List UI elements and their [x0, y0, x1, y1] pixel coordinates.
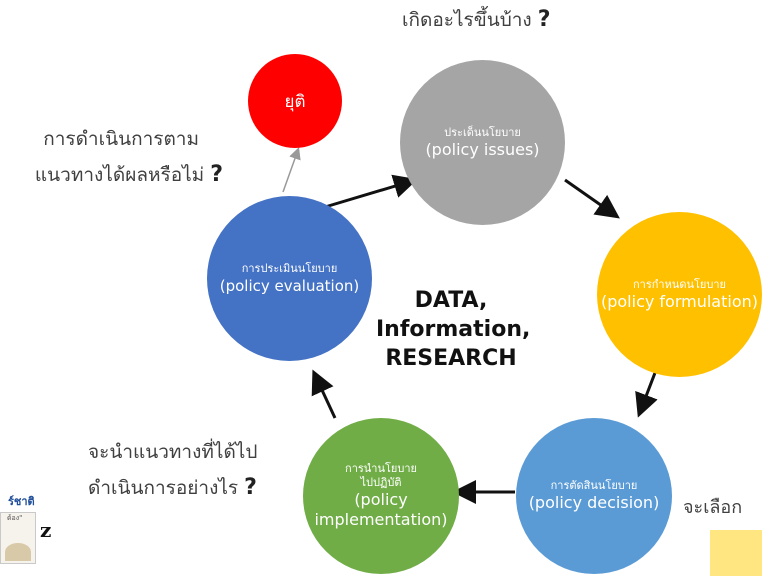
policy-issues-en: (policy issues) — [425, 139, 540, 159]
fragment-box: ด้อง" — [0, 512, 36, 564]
question-top: เกิดอะไรขึ้นบ้าง ? — [402, 8, 551, 32]
fragment-letter: z — [40, 518, 52, 542]
policy-formulation-en: (policy formulation) — [600, 291, 758, 311]
policy-issues-th: ประเด็นนโยบาย — [444, 125, 521, 139]
question-left-top-line1: การดำเนินการตาม — [43, 128, 199, 150]
policy-decision-node: การตัดสินนโยบาย (policy decision) — [516, 418, 672, 574]
policy-implementation-th: การนำนโยบาย ไปปฏิบัติ — [345, 462, 417, 489]
arrow-issues-to-formulation — [564, 178, 620, 219]
question-left-bottom: จะนำแนวทางที่ได้ไป ดำเนินการอย่างไร ? — [88, 440, 257, 500]
thumbnail-fragment: ร์ชาติ ด้อง" z — [0, 492, 60, 584]
fragment-quote: ด้อง" — [7, 514, 23, 522]
question-top-mark: ? — [537, 7, 551, 32]
arrow-implementation-to-evaluation — [311, 369, 337, 419]
policy-evaluation-th: การประเมินนโยบาย — [241, 261, 338, 275]
stop-label: ยุติ — [284, 91, 306, 112]
policy-evaluation-en: (policy evaluation) — [219, 276, 360, 295]
policy-issues-node: ประเด็นนโยบาย (policy issues) — [400, 60, 565, 225]
fragment-thumb-image — [5, 543, 31, 561]
stop-node: ยุติ — [248, 54, 342, 148]
question-right-text: จะเลือก — [683, 497, 743, 518]
question-right: จะเลือก — [683, 496, 742, 520]
policy-formulation-node: การกำหนดนโยบาย (policy formulation) — [597, 212, 762, 377]
question-left-bottom-mark: ? — [244, 475, 257, 500]
center-text: DATA, Information, RESEARCH — [376, 286, 531, 373]
policy-implementation-node: การนำนโยบาย ไปปฏิบัติ (policy implementa… — [303, 418, 459, 574]
policy-implementation-en: (policy implementation) — [314, 490, 448, 529]
policy-decision-th: การตัดสินนโยบาย — [550, 479, 638, 492]
fragment-thai: ร์ชาติ — [8, 495, 35, 508]
question-left-top-line2: แนวทางได้ผลหรือไม่ — [34, 164, 205, 186]
question-top-text: เกิดอะไรขึ้นบ้าง — [402, 9, 532, 31]
arrow-evaluation-to-issues — [324, 174, 418, 209]
question-left-top-mark: ? — [210, 162, 223, 187]
question-left-bottom-line1: จะนำแนวทางที่ได้ไป — [88, 441, 258, 463]
center-line-3: RESEARCH — [385, 346, 517, 371]
arrow-evaluation-to-stop — [282, 147, 301, 193]
question-left-bottom-line2: ดำเนินการอย่างไร — [88, 477, 239, 499]
note-box — [710, 530, 762, 576]
center-line-2: Information, — [376, 317, 531, 342]
question-left-top: การดำเนินการตาม แนวทางได้ผลหรือไม่ ? — [8, 127, 223, 187]
policy-decision-en: (policy decision) — [528, 493, 660, 512]
policy-evaluation-node: การประเมินนโยบาย (policy evaluation) — [207, 196, 372, 361]
policy-formulation-th: การกำหนดนโยบาย — [633, 277, 726, 291]
center-line-1: DATA, — [414, 288, 488, 313]
